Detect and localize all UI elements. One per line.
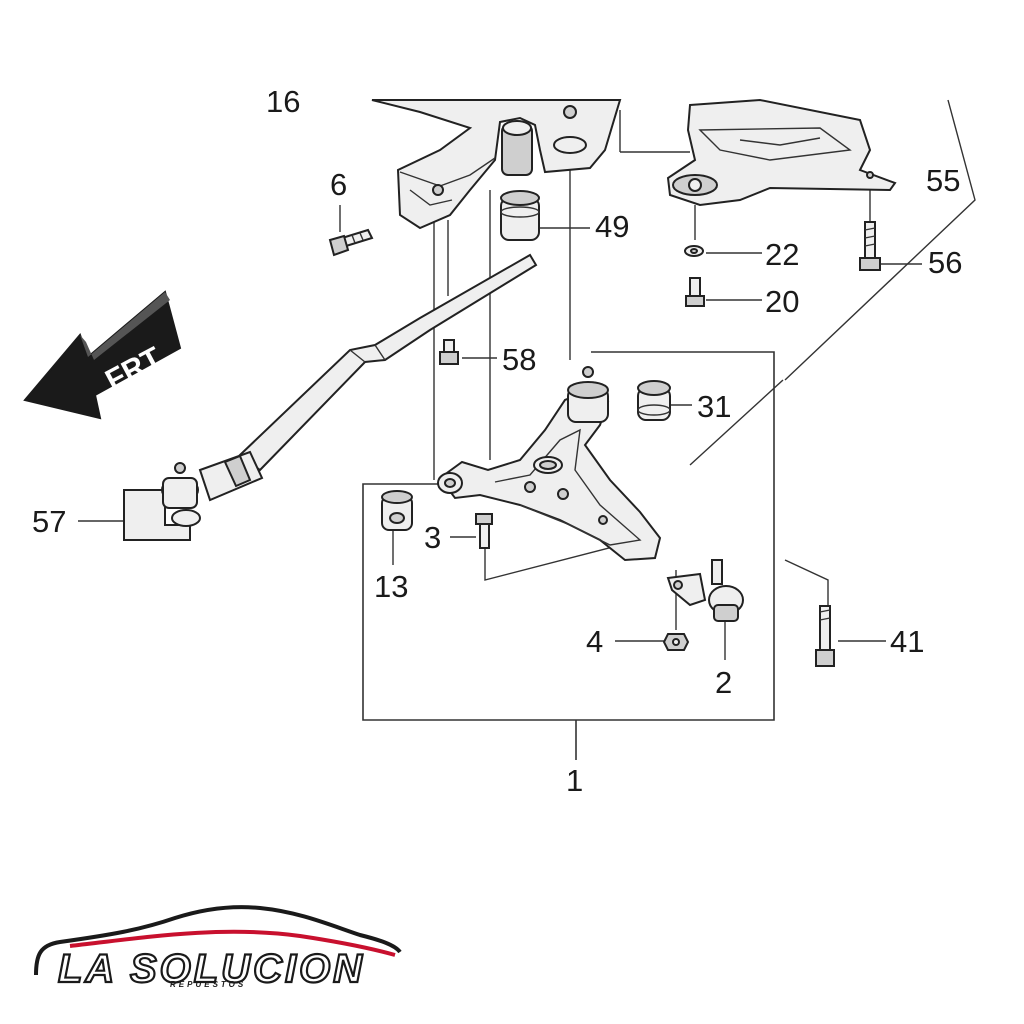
callout-58: 58 — [502, 342, 536, 377]
bolt-6 — [328, 228, 374, 257]
callout-6: 6 — [330, 167, 347, 202]
bushing-49 — [500, 190, 540, 241]
logo-car-silhouette — [34, 905, 402, 976]
callout-2: 2 — [715, 665, 732, 700]
ball-joint-2 — [666, 559, 744, 622]
callout-22: 22 — [765, 237, 799, 272]
callout-31: 31 — [697, 389, 731, 424]
callout-16: 16 — [266, 84, 300, 119]
bolt-3 — [475, 513, 493, 549]
bolt-20 — [685, 277, 705, 307]
callout-3: 3 — [424, 520, 441, 555]
callout-56: 56 — [928, 245, 962, 280]
bolt-56 — [859, 221, 881, 271]
bushing-13 — [381, 490, 413, 531]
callout-numbers: 16 6 49 55 22 56 20 58 31 57 3 13 4 41 2… — [32, 84, 962, 798]
leader-lines — [78, 99, 976, 660]
logo-name: LA SOLUCION — [58, 947, 365, 991]
nut-4 — [662, 633, 690, 651]
bushing-31 — [637, 380, 671, 421]
callout-1: 1 — [566, 763, 583, 798]
callout-55: 55 — [926, 163, 960, 198]
bolt-58 — [439, 339, 459, 365]
logo-tagline: REPUESTOS — [170, 980, 246, 989]
callout-57: 57 — [32, 504, 66, 539]
callout-49: 49 — [595, 209, 629, 244]
stabilizer-link-57 — [123, 253, 538, 541]
reinforcement-plate-55 — [666, 98, 897, 207]
callout-41: 41 — [890, 624, 924, 659]
frt-direction-arrow: FRT — [23, 290, 182, 420]
brand-logo: LA SOLUCION REPUESTOS — [34, 905, 402, 992]
subframe — [371, 99, 622, 230]
lower-control-arm — [437, 366, 662, 562]
control-arm-group-frame — [362, 351, 775, 760]
washer-22 — [684, 245, 704, 257]
logo-accent-swoosh — [69, 929, 396, 957]
bolt-41 — [815, 605, 835, 667]
callout-4: 4 — [586, 624, 603, 659]
callout-13: 13 — [374, 569, 408, 604]
callout-20: 20 — [765, 284, 799, 319]
